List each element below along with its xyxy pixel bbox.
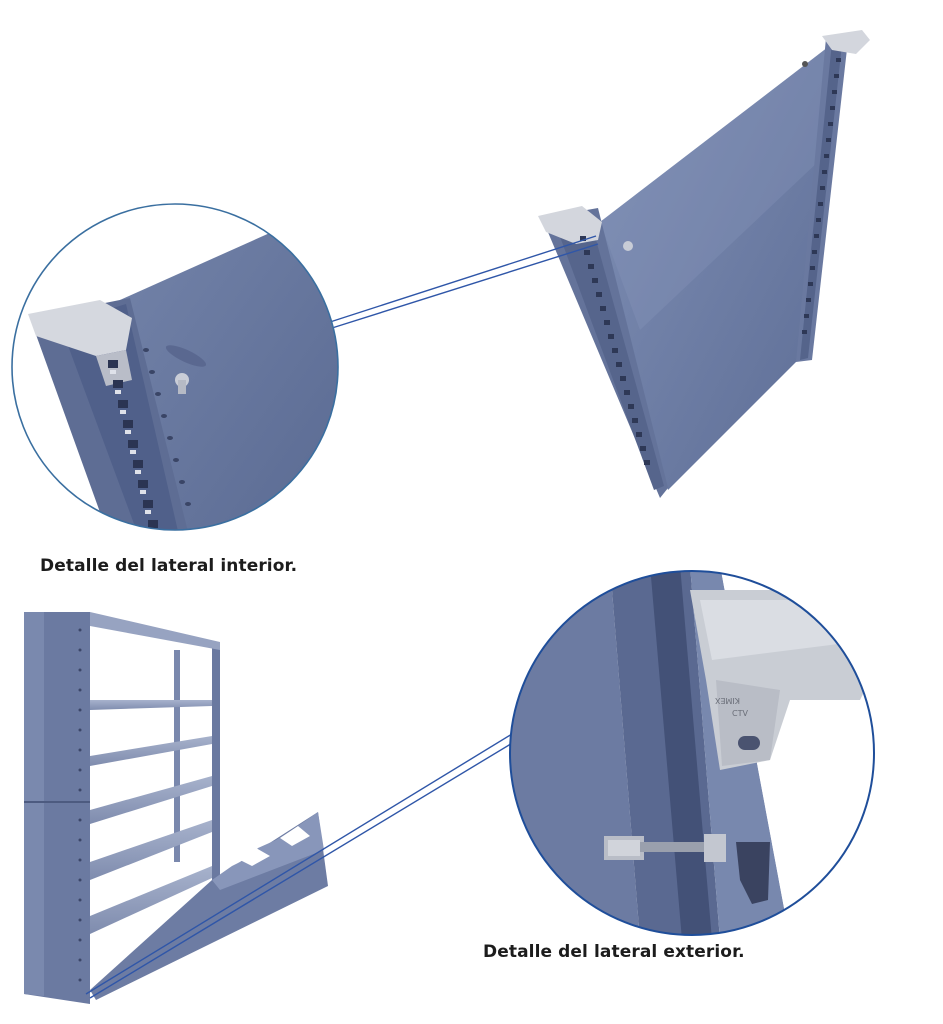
stamp-line-1: KIMEX	[714, 696, 740, 705]
shelving-unit-render	[24, 612, 328, 1004]
caption-exterior-detail: Detalle del lateral exterior.	[483, 942, 745, 962]
caption-interior-detail: Detalle del lateral interior.	[40, 556, 298, 576]
zoom-connector-bottom	[85, 733, 515, 999]
zoom-connector-top	[329, 235, 599, 329]
interior-detail-circle	[11, 203, 339, 531]
stamp-line-2: CTV	[732, 709, 748, 718]
side-panel-render	[538, 30, 870, 498]
exterior-detail-circle: KIMEX CTV	[509, 570, 875, 936]
